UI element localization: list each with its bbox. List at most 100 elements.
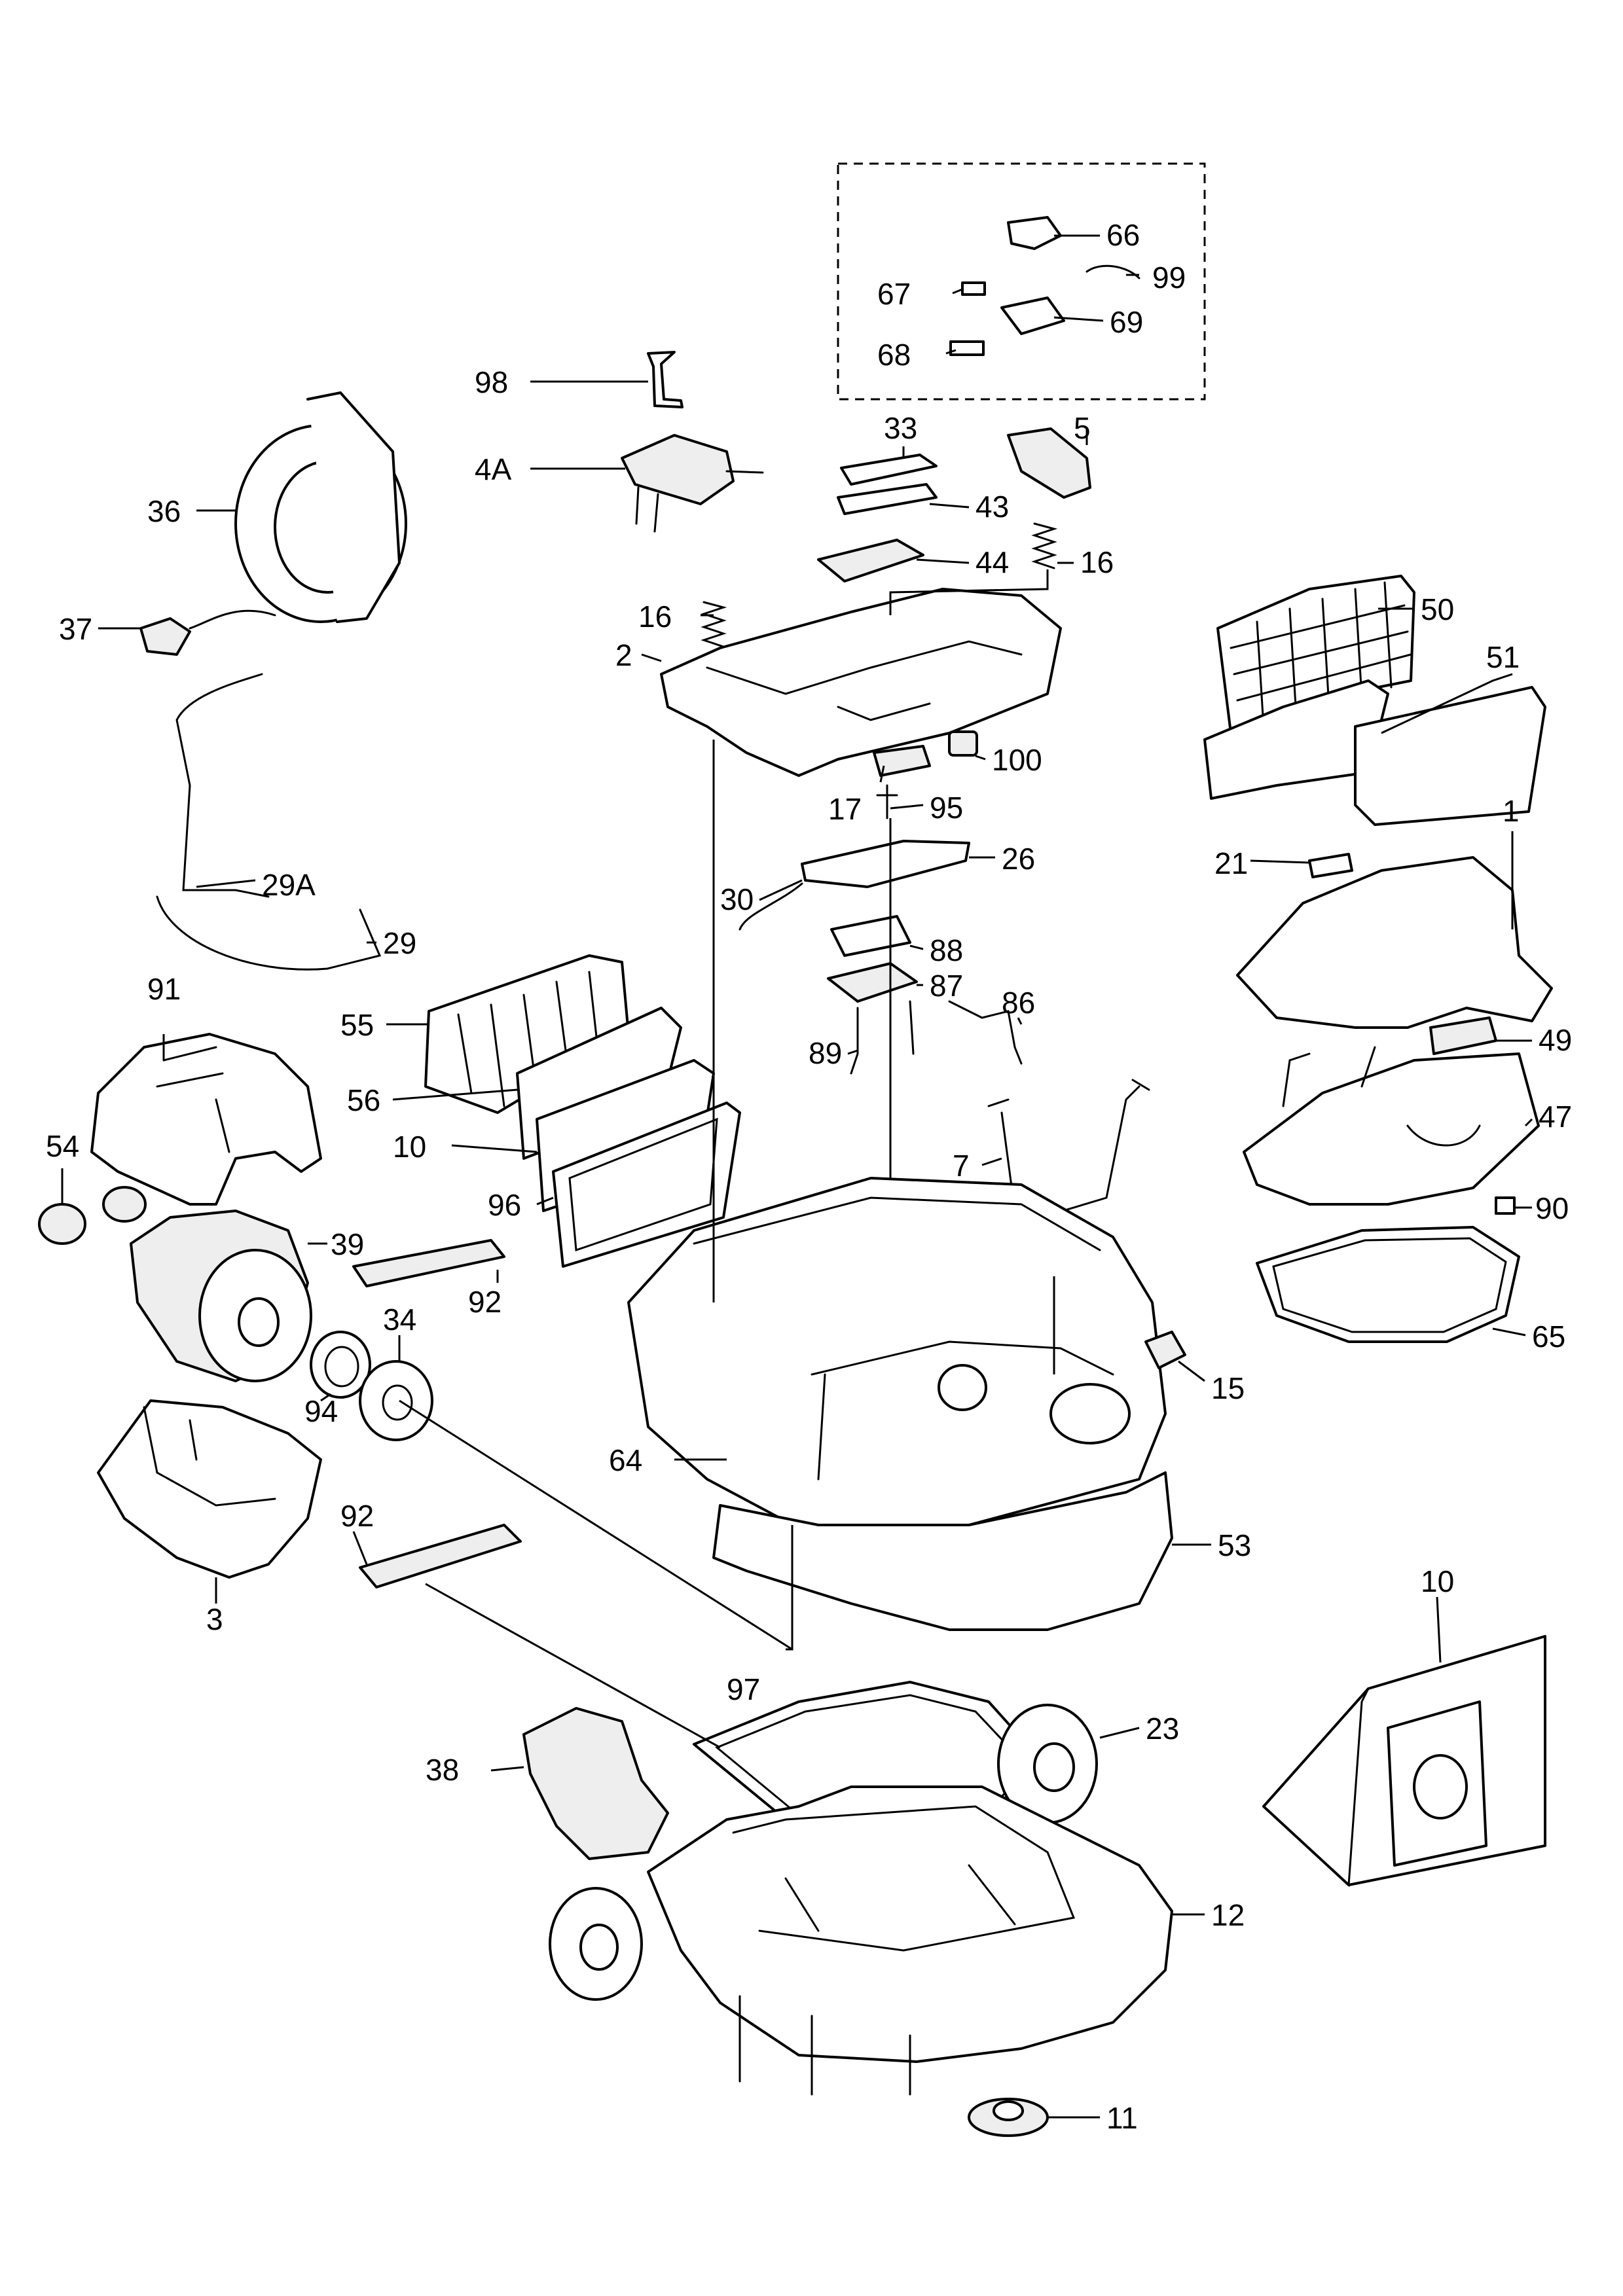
part-50-grid: [1230, 581, 1412, 728]
callout-33: 33: [884, 411, 917, 445]
part-67: [961, 281, 986, 296]
part-34: [359, 1360, 433, 1441]
part-65-inner: [1272, 1237, 1507, 1333]
part-15: [1144, 1331, 1186, 1369]
part-96: [552, 1102, 741, 1268]
callout-10-filter: 10: [393, 1130, 426, 1164]
part-26: [801, 840, 970, 888]
callout-15: 15: [1211, 1371, 1245, 1405]
part-64-opening: [693, 1196, 1114, 1480]
part-91: [90, 1033, 322, 1206]
callout-56: 56: [347, 1083, 380, 1117]
part-65: [1256, 1226, 1520, 1343]
callout-92-top: 92: [468, 1285, 501, 1319]
guide-line-button: [889, 569, 1049, 615]
part-86: [948, 1000, 1023, 1065]
part-90: [1495, 1196, 1516, 1215]
callout-94: 94: [304, 1394, 338, 1428]
part-3: [97, 1399, 322, 1579]
callout-55: 55: [340, 1008, 374, 1042]
part-94-inner: [324, 1346, 359, 1388]
part-88: [830, 915, 911, 957]
part-2-detail: [706, 640, 1023, 721]
callout-5: 5: [1074, 411, 1091, 445]
callout-30: 30: [720, 882, 754, 916]
guide-line-bracket: [425, 1583, 721, 1749]
callout-11: 11: [1106, 2101, 1138, 2135]
part-51: [1354, 686, 1546, 826]
part-54-second: [102, 1186, 147, 1223]
callout-29: 29: [383, 926, 416, 960]
callout-38: 38: [426, 1753, 459, 1787]
part-23-hub: [1033, 1742, 1075, 1792]
part-64-inlet: [1049, 1383, 1131, 1444]
part-66: [1007, 216, 1062, 250]
part-2: [660, 588, 1062, 777]
callout-16-right: 16: [1080, 545, 1114, 579]
callout-49: 49: [1539, 1023, 1572, 1057]
callout-92-bottom: 92: [340, 1499, 374, 1533]
part-17: [873, 745, 931, 777]
callout-86: 86: [1002, 986, 1035, 1020]
part-12-detail: [732, 1805, 1076, 1952]
callout-91: 91: [147, 972, 181, 1006]
callout-65: 65: [1532, 1319, 1565, 1354]
part-47-detail: [1282, 1046, 1481, 1147]
callout-7: 7: [953, 1149, 970, 1183]
part-34-inner: [382, 1384, 413, 1421]
part-55-fins: [457, 971, 600, 1107]
callout-67: 67: [877, 277, 911, 311]
part-30: [739, 882, 803, 931]
part-11-hub: [993, 2100, 1024, 2121]
callout-97: 97: [727, 1672, 760, 1706]
part-12: [647, 1785, 1173, 2063]
part-92-top: [352, 1239, 505, 1287]
callout-99: 99: [1152, 260, 1186, 295]
part-43: [837, 483, 938, 515]
callout-16-left: 16: [638, 600, 672, 634]
part-38: [522, 1707, 669, 1860]
callout-44: 44: [976, 545, 1009, 579]
callout-50: 50: [1421, 592, 1454, 626]
part-99: [1085, 264, 1140, 279]
callout-90: 90: [1535, 1191, 1569, 1225]
part-89: [850, 1000, 915, 1075]
callout-66: 66: [1106, 218, 1140, 252]
callout-47: 47: [1539, 1100, 1572, 1134]
part-1: [1236, 856, 1553, 1029]
part-39-hub: [238, 1297, 280, 1347]
part-95: [876, 784, 898, 819]
part-16-spring-left: [701, 601, 727, 648]
callout-88: 88: [930, 933, 963, 967]
part-96-inner: [568, 1117, 718, 1252]
part-68: [949, 340, 985, 356]
part-54: [38, 1203, 86, 1245]
part-29: [156, 895, 382, 971]
callout-21: 21: [1214, 846, 1248, 880]
callout-17: 17: [828, 792, 862, 826]
part-98: [647, 351, 684, 408]
callout-54: 54: [46, 1129, 79, 1163]
part-49: [1429, 1016, 1497, 1055]
callout-4A: 4A: [475, 452, 512, 486]
part-33: [840, 454, 938, 486]
callout-23: 23: [1146, 1712, 1179, 1746]
part-87: [827, 962, 918, 1003]
part-4A-prongs: [635, 470, 764, 533]
callout-36: 36: [147, 494, 181, 528]
part-21: [1308, 853, 1353, 878]
part-wheel-left-hub: [579, 1924, 619, 1971]
callout-43: 43: [976, 490, 1009, 524]
callout-37: 37: [59, 612, 92, 646]
part-100: [948, 730, 978, 757]
part-44: [817, 539, 924, 583]
part-16-spring-right: [1031, 522, 1058, 569]
callout-100: 100: [992, 743, 1042, 777]
callout-39: 39: [331, 1227, 364, 1261]
parts-kit-dashed-box: [837, 162, 1206, 401]
part-3-detail: [143, 1406, 276, 1507]
callout-87: 87: [930, 969, 963, 1003]
part-36-frame: [306, 391, 401, 623]
part-64-vent: [938, 1364, 987, 1411]
